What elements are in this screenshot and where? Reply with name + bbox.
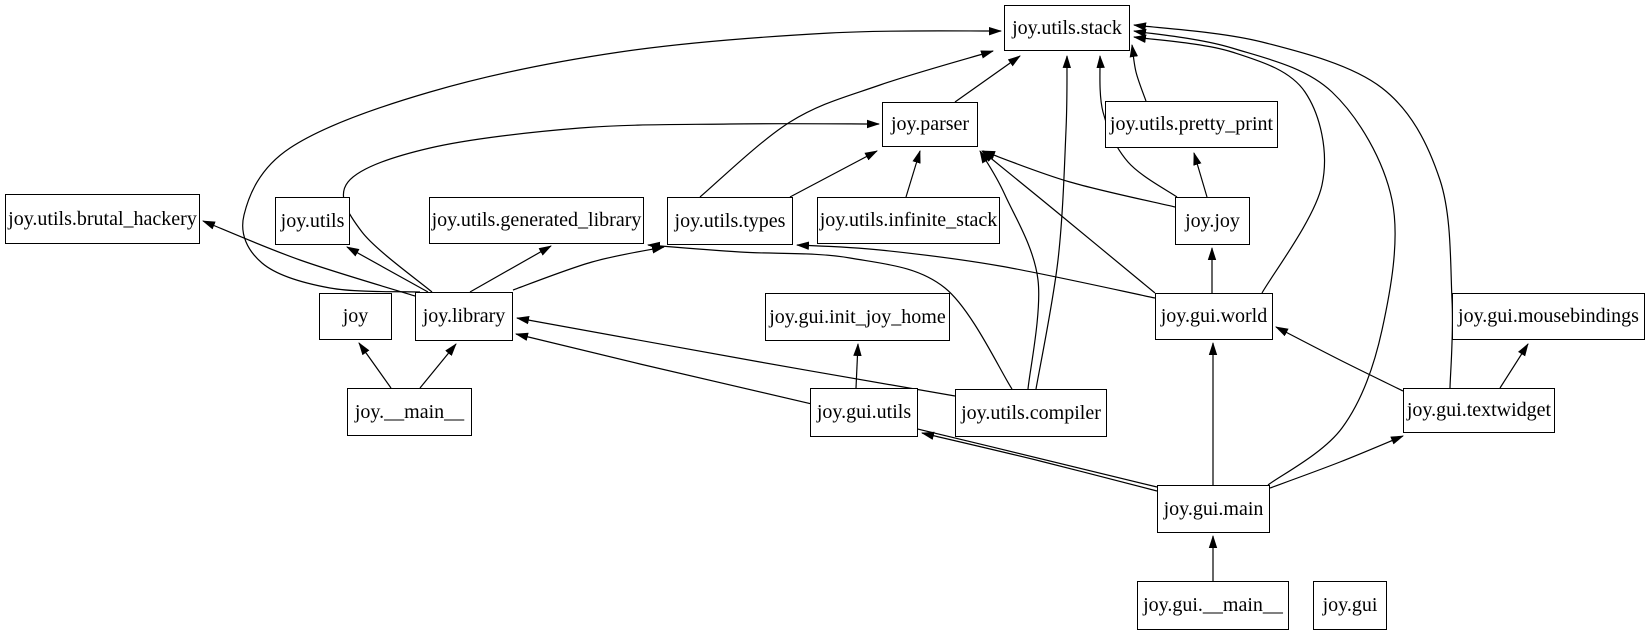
edge-joy.library->joy.utils.stack xyxy=(242,26,1002,293)
edge-joy.gui.main->joy.utils.stack xyxy=(1133,28,1396,486)
edge-joy.parser->joy.utils.stack xyxy=(954,55,1021,103)
edge-joy.utils.compiler->joy.parser xyxy=(979,150,1040,390)
edge-joy.joy->joy.utils.pretty_print xyxy=(1193,152,1208,198)
graph-node-joy: joy xyxy=(319,293,392,340)
graph-node-joy.utils.brutal_hackery: joy.utils.brutal_hackery xyxy=(5,194,200,244)
edge-joy.library->joy.utils xyxy=(346,246,429,293)
edge-joy.gui.world->joy.parser xyxy=(981,150,1156,294)
graph-node-joy.gui: joy.gui xyxy=(1313,581,1387,630)
edge-joy.library->joy.utils.brutal_hackery xyxy=(202,220,416,297)
edge-joy.utils.compiler->joy.utils.generated_library xyxy=(647,241,1013,390)
graph-node-joy.utils.stack: joy.utils.stack xyxy=(1004,5,1130,51)
graph-node-joy.parser: joy.parser xyxy=(882,102,978,147)
graph-node-joy.utils: joy.utils xyxy=(275,197,350,245)
graph-node-joy.utils.generated_library: joy.utils.generated_library xyxy=(429,197,644,244)
graph-node-joy.utils.types: joy.utils.types xyxy=(667,197,793,245)
edge-joy.gui.textwidget->joy.gui.world xyxy=(1275,326,1404,392)
edge-joy.library->joy.parser xyxy=(342,119,880,293)
graph-node-joy.__main__: joy.__main__ xyxy=(347,388,472,436)
graph-node-joy.joy: joy.joy xyxy=(1175,197,1250,245)
graph-node-joy.gui.main: joy.gui.main xyxy=(1157,485,1270,533)
graph-node-joy.gui.utils: joy.gui.utils xyxy=(810,388,918,437)
edge-joy.gui.main->joy.library xyxy=(515,332,1158,488)
edge-joy.utils.compiler->joy.utils.stack xyxy=(1035,55,1072,390)
edge-joy.utils.types->joy.utils.stack xyxy=(699,50,994,198)
edge-joy.gui.main->joy.gui.textwidget xyxy=(1269,435,1404,489)
edge-joy.gui.main->joy.gui.utils xyxy=(921,431,1158,492)
edge-joy.joy->joy.parser xyxy=(982,150,1176,208)
graph-node-joy.gui.world: joy.gui.world xyxy=(1155,293,1273,340)
edge-joy.gui.utils->joy.gui.init_joy_home xyxy=(853,343,862,389)
graph-node-joy.utils.pretty_print: joy.utils.pretty_print xyxy=(1105,101,1278,148)
edge-joy.__main__->joy.library xyxy=(419,343,457,389)
edge-joy.utils.compiler->joy.library xyxy=(516,315,956,397)
graph-node-joy.gui.__main__: joy.gui.__main__ xyxy=(1137,581,1289,630)
edge-joy.library->joy.utils.generated_library xyxy=(469,245,552,293)
edge-joy.utils.infinite_stack->joy.parser xyxy=(905,150,921,198)
graph-node-joy.utils.compiler: joy.utils.compiler xyxy=(955,389,1107,437)
graph-node-joy.gui.textwidget: joy.gui.textwidget xyxy=(1403,388,1555,433)
edge-joy.gui.world->joy.utils.types xyxy=(796,241,1156,299)
edge-joy.__main__->joy xyxy=(358,342,392,389)
edge-joy.library->joy.utils.types xyxy=(512,245,665,291)
edge-joy.gui.textwidget->joy.gui.mousebindings xyxy=(1499,343,1529,389)
graph-node-joy.library: joy.library xyxy=(415,292,513,341)
edge-joy.gui.world->joy.utils.stack xyxy=(1133,34,1326,294)
edge-joy.utils.types->joy.parser xyxy=(789,150,878,198)
graph-node-joy.utils.infinite_stack: joy.utils.infinite_stack xyxy=(817,197,1000,244)
graph-node-joy.gui.init_joy_home: joy.gui.init_joy_home xyxy=(765,293,950,341)
graph-node-joy.gui.mousebindings: joy.gui.mousebindings xyxy=(1452,293,1645,340)
edge-joy.utils.pretty_print->joy.utils.stack xyxy=(1129,44,1147,102)
